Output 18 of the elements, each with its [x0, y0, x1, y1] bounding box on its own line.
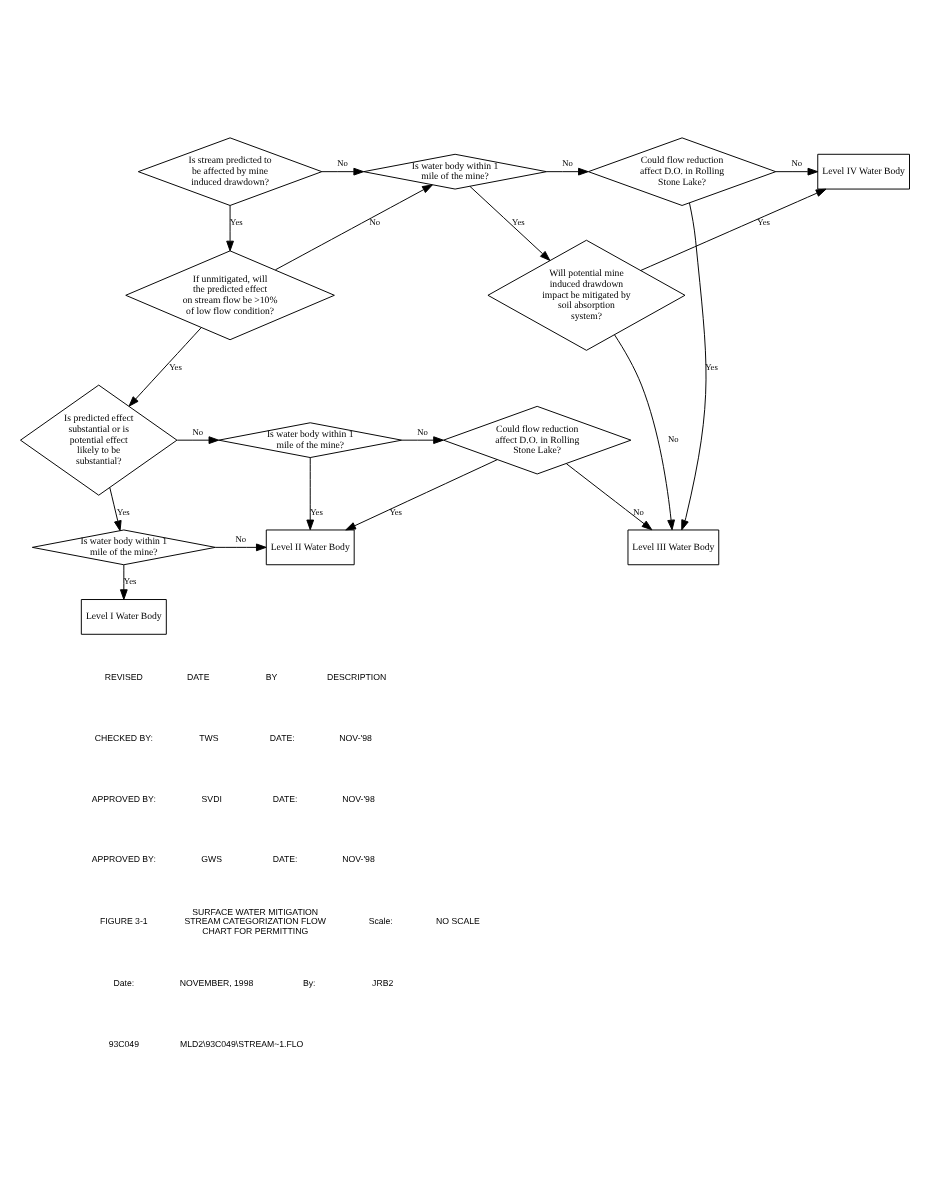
- arrow: [546, 167, 589, 176]
- arrow: [345, 459, 498, 531]
- arrow: [306, 457, 315, 531]
- arrow: [469, 185, 551, 261]
- arrow: [640, 188, 827, 271]
- arrow: [775, 167, 819, 176]
- arrow: [226, 205, 234, 252]
- arrow: [274, 184, 433, 271]
- arrow: [128, 327, 202, 407]
- arrow: [109, 487, 122, 532]
- arrow: [321, 167, 365, 176]
- arrow: [401, 436, 444, 445]
- arrow: [119, 564, 128, 600]
- arrow: [681, 202, 707, 531]
- arrow: [214, 543, 267, 552]
- arrow: [176, 436, 220, 445]
- arrow: [565, 463, 653, 531]
- arrow: [614, 334, 675, 531]
